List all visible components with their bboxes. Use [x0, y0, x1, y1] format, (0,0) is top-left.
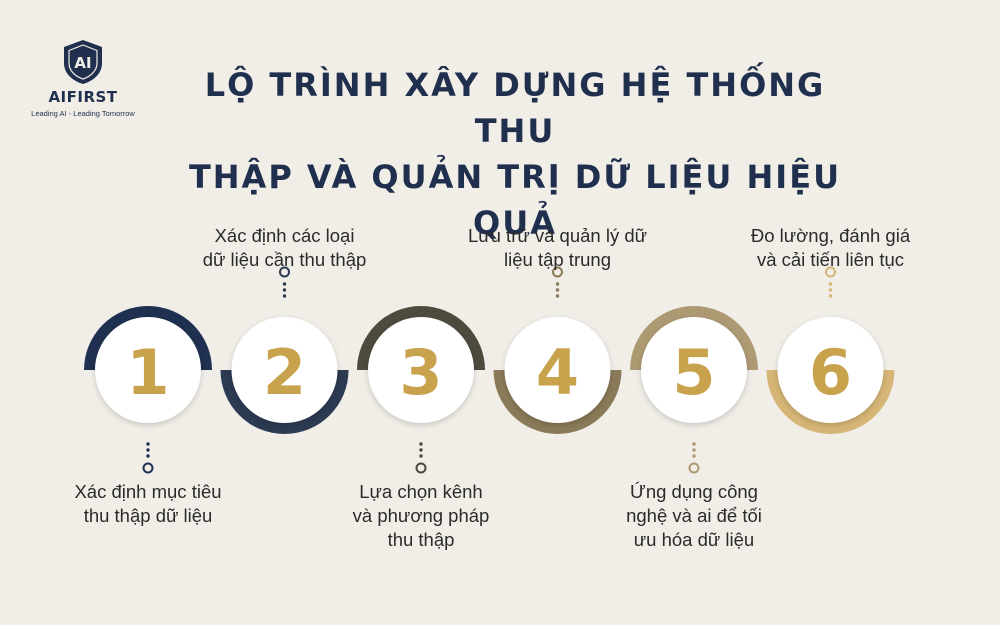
step-number: 6 [809, 336, 852, 409]
connector-dot [828, 282, 833, 286]
connector-dot [555, 282, 560, 286]
connector-dot [419, 454, 423, 458]
connector-ring [279, 266, 290, 278]
step-circle [231, 317, 338, 423]
label-line: và cải tiến liên tục [756, 249, 905, 270]
connector-dot [282, 294, 287, 298]
step-label-2: Xác định các loại dữ liệu cần thu thập [175, 224, 395, 272]
label-line: thu thập [387, 529, 455, 550]
step-circle [641, 317, 747, 423]
step-number: 4 [536, 336, 579, 409]
connector-dot [146, 454, 150, 458]
step-number: 1 [126, 336, 169, 409]
step-arc [84, 306, 212, 370]
step-circle [504, 317, 611, 423]
step-arc [357, 306, 485, 370]
connector-dot [828, 294, 833, 298]
step-label-1: Xác định mục tiêu thu thập dữ liệu [38, 480, 258, 528]
connector-dot [555, 288, 560, 292]
step-label-5: Ứng dụng công nghệ và ai để tối ưu hóa dữ … [584, 480, 804, 552]
step-4: 4 [493, 266, 622, 434]
connector-dot [282, 288, 287, 292]
connector-ring [415, 462, 427, 474]
step-label-6: Đo lường, đánh giá và cải tiến liên tục [721, 224, 941, 272]
label-line: và phương pháp [352, 505, 490, 526]
step-arc [220, 370, 349, 434]
brand-name: AIFIRST [48, 88, 118, 106]
step-circle [368, 317, 474, 423]
title-line-2: THẬP VÀ QUẢN TRỊ DỮ LIỆU HIỆU QUẢ [188, 158, 842, 242]
connector-dot [282, 282, 287, 286]
connector-ring [825, 266, 836, 278]
connector-dot [828, 288, 833, 292]
title-line-1: LỘ TRÌNH XÂY DỰNG HỆ THỐNG THU [204, 66, 826, 150]
connector-dot [419, 448, 423, 452]
label-line: Xác định mục tiêu [74, 481, 222, 502]
connector-ring [552, 266, 563, 278]
connector-dot [146, 448, 150, 452]
step-circle [777, 317, 884, 423]
step-arc [493, 370, 622, 434]
connector-dot [692, 448, 696, 452]
label-line: ưu hóa dữ liệu [633, 529, 755, 550]
page-title: LỘ TRÌNH XÂY DỰNG HỆ THỐNG THU THẬP VÀ Q… [165, 62, 865, 246]
connector-dot [692, 454, 696, 458]
step-number: 3 [399, 336, 442, 409]
connector-ring [688, 462, 700, 474]
label-line: Lưu trữ và quản lý dữ [467, 225, 648, 246]
step-5: 5 [630, 306, 758, 474]
shield-logo-icon: AI [64, 40, 102, 84]
label-line: nghệ và ai để tối [626, 505, 762, 526]
connector-dot [146, 442, 150, 446]
step-number: 5 [672, 336, 715, 409]
logo-mark: AI [74, 54, 91, 72]
step-arc [630, 306, 758, 370]
connector-dot [555, 294, 560, 298]
label-line: Xác định các loại [214, 225, 355, 246]
step-2: 2 [220, 266, 349, 434]
label-line: dữ liệu cần thu thập [202, 249, 367, 270]
step-arc [766, 370, 895, 434]
logo: AI AIFIRST Leading AI - Leading Tomorrow [28, 38, 138, 118]
step-number: 2 [263, 336, 306, 409]
brand-tagline: Leading AI - Leading Tomorrow [31, 109, 135, 118]
label-line: thu thập dữ liệu [83, 505, 213, 526]
label-line: Đo lường, đánh giá [750, 225, 911, 246]
label-line: Lựa chọn kênh [359, 481, 483, 502]
label-line: liệu tập trung [504, 249, 611, 270]
step-circle [95, 317, 201, 423]
connector-dot [692, 442, 696, 446]
step-label-4: Lưu trữ và quản lý dữ liệu tập trung [448, 224, 668, 272]
connector-ring [142, 462, 154, 474]
step-6: 6 [766, 266, 895, 434]
step-1: 1 [84, 306, 212, 474]
connector-dot [419, 442, 423, 446]
step-label-3: Lựa chọn kênh và phương pháp thu thập [311, 480, 531, 552]
step-3: 3 [357, 306, 485, 474]
label-line: Ứng dụng công [630, 481, 758, 502]
